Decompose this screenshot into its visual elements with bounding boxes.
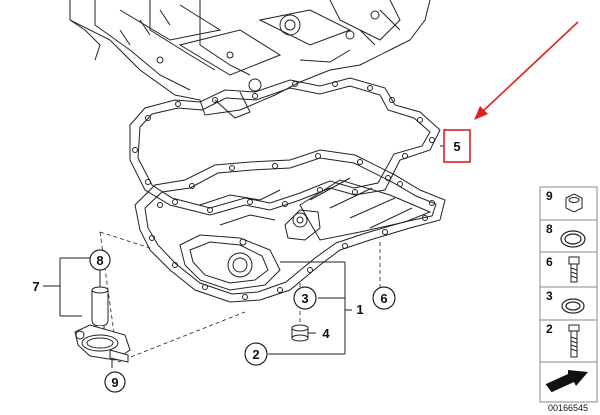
nut-icon bbox=[565, 193, 583, 213]
leader-lines bbox=[43, 145, 444, 368]
parts-legend-panel: 9 8 6 3 2 bbox=[539, 186, 598, 403]
highlight-arrow bbox=[474, 21, 579, 120]
oil-pan-gasket bbox=[129, 77, 441, 216]
legend-number-8: 8 bbox=[546, 222, 553, 236]
callout-2: 2 bbox=[244, 342, 268, 366]
oil-pan bbox=[134, 149, 446, 303]
oil-level-sensor bbox=[74, 286, 131, 363]
gasket-bolt-holes bbox=[132, 81, 435, 213]
seal-ring-icon bbox=[560, 230, 586, 248]
legend-number-6: 6 bbox=[546, 255, 553, 269]
callout-7-label: 7 bbox=[32, 279, 39, 294]
engine-block bbox=[69, 0, 431, 119]
callout-6-label: 6 bbox=[380, 291, 387, 306]
callout-3-label: 3 bbox=[301, 291, 308, 306]
callout-8: 8 bbox=[89, 249, 111, 271]
legend-number-3: 3 bbox=[546, 289, 553, 303]
legend-number-9: 9 bbox=[546, 189, 553, 203]
callout-3: 3 bbox=[293, 286, 317, 310]
callout-1-label: 1 bbox=[356, 302, 363, 317]
callout-2-label: 2 bbox=[252, 347, 259, 362]
diagram-code: 00166545 bbox=[548, 403, 588, 413]
legend-number-2: 2 bbox=[546, 322, 553, 336]
callout-9: 9 bbox=[104, 371, 126, 393]
highlight-box bbox=[443, 129, 471, 163]
bolt-icon bbox=[568, 256, 580, 283]
washer-icon bbox=[561, 298, 585, 314]
callout-6: 6 bbox=[372, 286, 396, 310]
plug-bolt bbox=[291, 324, 309, 342]
direction-arrow-icon bbox=[545, 370, 588, 393]
pan-bolt-holes bbox=[149, 153, 435, 300]
callout-9-label: 9 bbox=[111, 375, 118, 390]
callout-8-label: 8 bbox=[96, 253, 103, 268]
callout-5-label: 5 bbox=[453, 139, 460, 154]
long-bolt-icon bbox=[568, 324, 580, 358]
callout-4-label: 4 bbox=[322, 326, 330, 341]
